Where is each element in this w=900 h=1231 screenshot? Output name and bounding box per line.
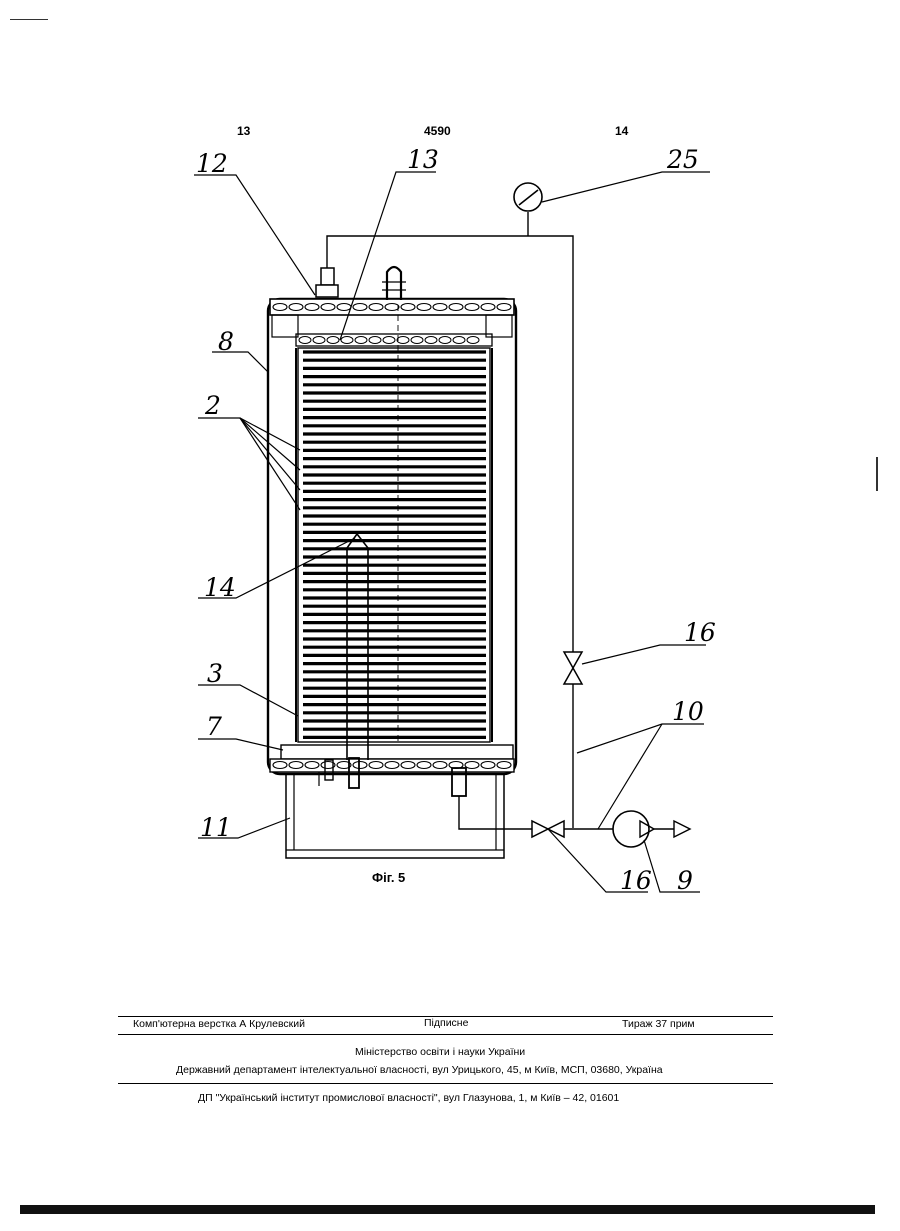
seal-ring xyxy=(425,337,437,344)
seal-ring xyxy=(355,337,367,344)
seal-ring xyxy=(467,337,479,344)
label-8: 8 xyxy=(218,327,234,356)
seal-ring xyxy=(299,337,311,344)
label-16-lower: 16 xyxy=(620,866,652,895)
plate-stack-frame xyxy=(298,348,490,742)
label-7: 7 xyxy=(206,712,222,741)
top-left-end xyxy=(272,315,298,337)
outlet-arrow-icon xyxy=(674,821,690,837)
compositor-credit: Комп'ютерна верстка А Крулевский xyxy=(133,1018,305,1030)
label-3: 3 xyxy=(207,659,223,688)
leader-2d xyxy=(240,418,300,510)
bottom-header xyxy=(281,745,513,759)
top-cap xyxy=(270,299,514,315)
label-12: 12 xyxy=(196,149,228,178)
leader-16-upper xyxy=(582,645,706,664)
ministry-line: Міністерство освіти і науки України xyxy=(355,1046,525,1058)
seal-ring xyxy=(439,337,451,344)
leader-10b xyxy=(598,724,662,829)
leader-10 xyxy=(577,724,704,753)
plate-stack xyxy=(303,352,486,737)
seal-ring xyxy=(369,337,381,344)
top-fitting-left xyxy=(321,268,334,285)
institute-line: ДП "Український інститут промислової вла… xyxy=(198,1092,619,1104)
pump-arrow-icon xyxy=(640,821,654,837)
pump-icon xyxy=(613,811,649,847)
leader-2b xyxy=(240,418,300,470)
department-line: Державний департамент інтелектуальної вл… xyxy=(176,1064,663,1076)
leader-2c xyxy=(240,418,300,490)
seal-ring xyxy=(411,337,423,344)
top-fitting-left-base xyxy=(316,285,338,297)
seal-ring xyxy=(327,337,339,344)
label-9: 9 xyxy=(677,866,693,895)
stand-frame xyxy=(286,774,504,858)
technical-drawing: 12 13 25 8 2 14 16 3 10 7 11 16 9 Фіг. 5 xyxy=(0,0,900,920)
footer-rule-bottom xyxy=(118,1083,773,1084)
valve-upper-icon xyxy=(564,652,582,684)
seal-ring xyxy=(341,337,353,344)
figure-caption: Фіг. 5 xyxy=(372,870,405,885)
top-fitting-right xyxy=(387,267,401,300)
leader-2 xyxy=(198,418,300,450)
scan-edge-bar xyxy=(20,1205,875,1214)
seal-ring xyxy=(397,337,409,344)
label-16-upper: 16 xyxy=(684,618,716,647)
leader-25 xyxy=(542,172,710,202)
label-25: 25 xyxy=(666,145,699,174)
label-14: 14 xyxy=(204,573,236,602)
label-13: 13 xyxy=(407,145,439,174)
label-10: 10 xyxy=(672,697,704,726)
seal-ring xyxy=(383,337,395,344)
circulation: Тираж 37 прим xyxy=(622,1018,695,1030)
signed-note: Підписне xyxy=(424,1017,468,1029)
leader-12 xyxy=(194,175,315,295)
label-2: 2 xyxy=(204,391,221,420)
seal-ring xyxy=(313,337,325,344)
outer-vessel xyxy=(268,299,516,774)
label-11: 11 xyxy=(200,813,232,842)
seal-ring xyxy=(453,337,465,344)
footer-rule-middle xyxy=(118,1034,773,1035)
gauge-needle xyxy=(519,190,538,205)
inner-header-pattern xyxy=(299,337,479,344)
